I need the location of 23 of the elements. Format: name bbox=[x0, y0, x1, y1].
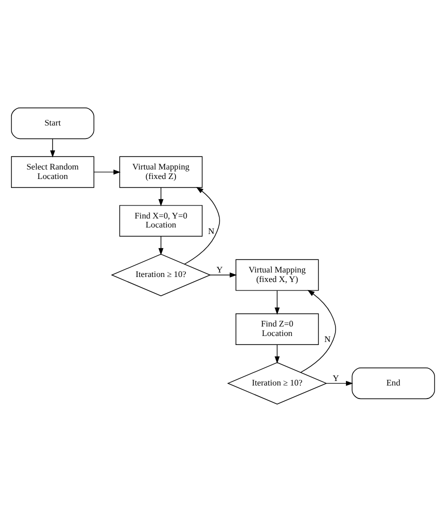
node-diamond: Iteration ≥ 10? bbox=[227, 362, 328, 405]
edge-label: N bbox=[324, 334, 331, 344]
arrow bbox=[274, 344, 280, 364]
arrow bbox=[158, 236, 164, 256]
node-box: Find Z=0 Location bbox=[236, 313, 319, 345]
arrow bbox=[50, 138, 56, 158]
arrow bbox=[274, 290, 280, 315]
arrow bbox=[210, 272, 237, 278]
node-box: Start bbox=[11, 108, 94, 140]
arrow bbox=[300, 290, 336, 373]
arrow bbox=[158, 187, 164, 206]
arrow bbox=[94, 170, 121, 175]
node-box: Virtual Mapping (fixed Z) bbox=[119, 156, 203, 188]
node-box: End bbox=[352, 368, 435, 400]
edge-label: Y bbox=[332, 372, 339, 383]
arrow bbox=[326, 380, 354, 386]
edge-label: N bbox=[208, 226, 214, 236]
arrow bbox=[184, 186, 220, 264]
node-box: Select Random Location bbox=[11, 156, 94, 188]
node-diamond: Iteration ≥ 10? bbox=[110, 254, 211, 296]
node-box: Find X=0, Y=0 Location bbox=[119, 205, 203, 237]
node-box: Virtual Mapping (fixed X, Y) bbox=[236, 259, 319, 291]
edge-label: Y bbox=[216, 264, 223, 275]
